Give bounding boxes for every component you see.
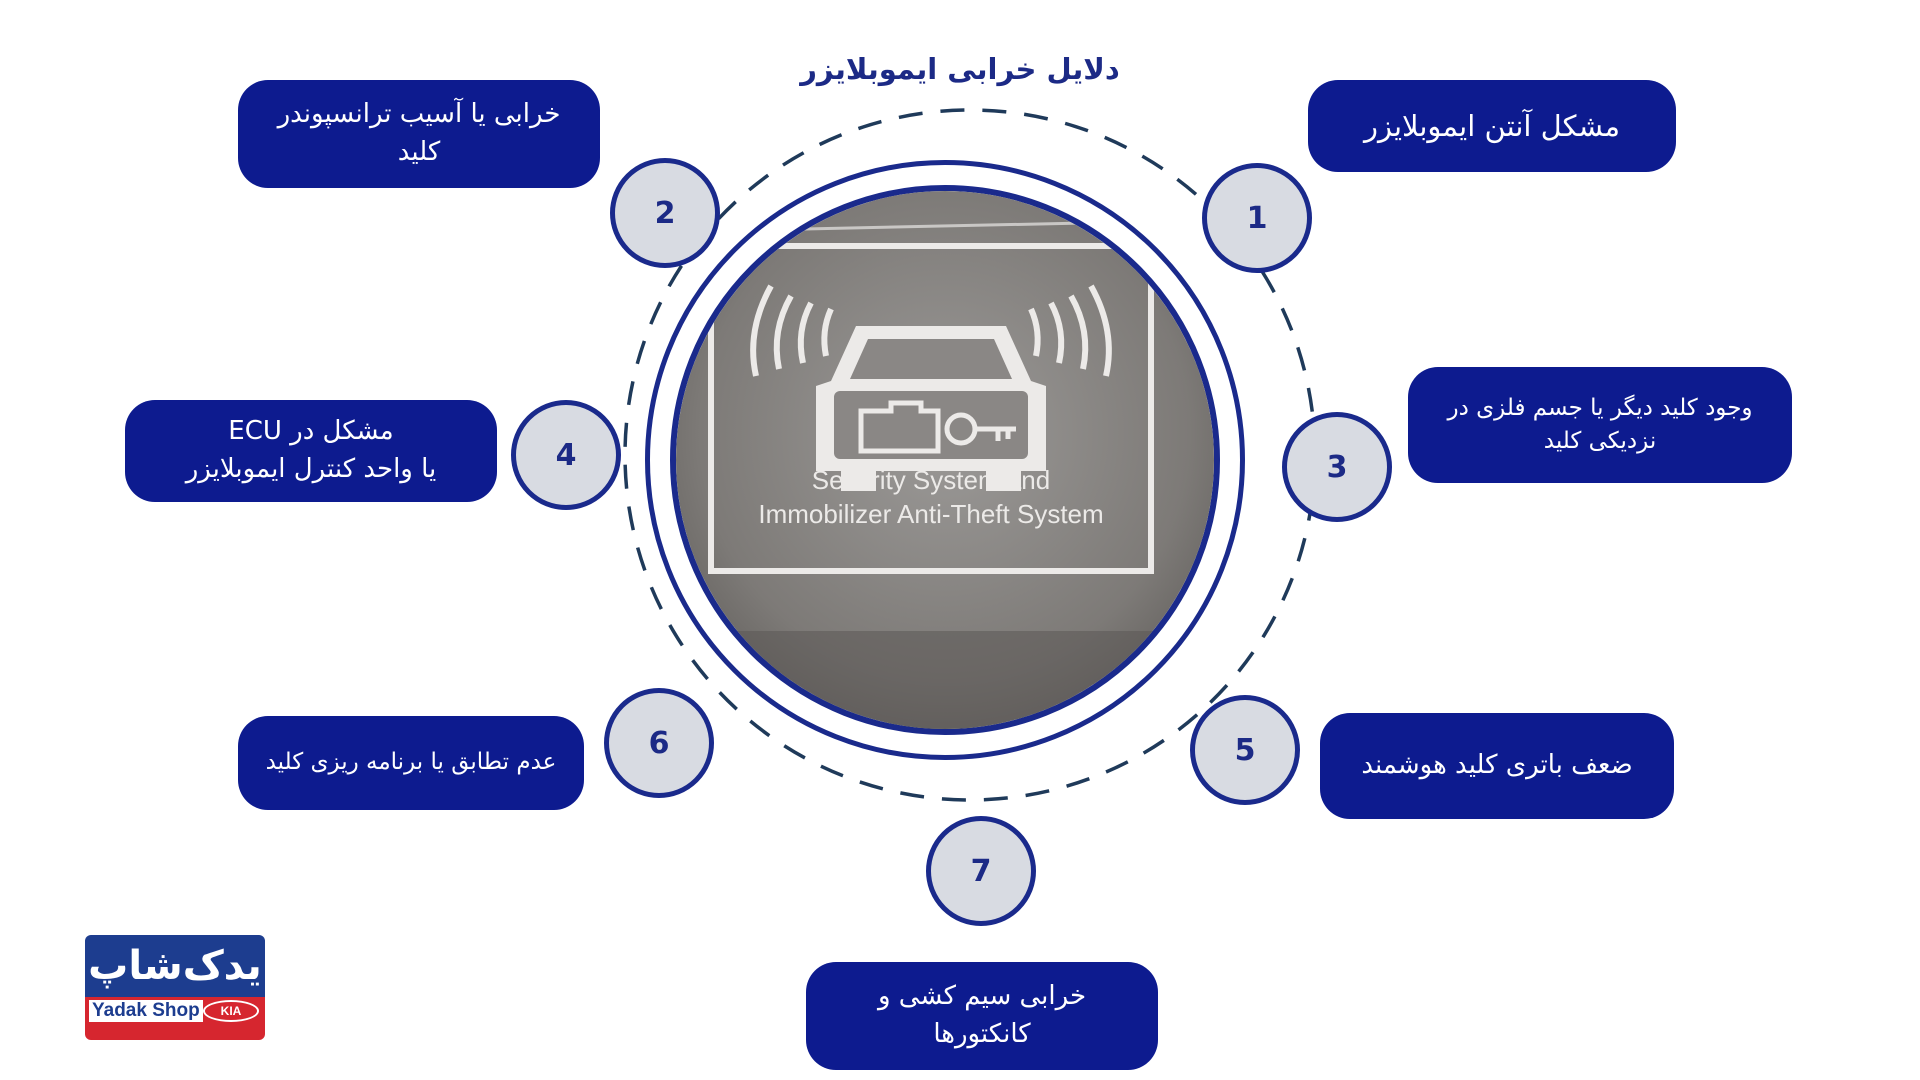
reason-text-6: عدم تطابق یا برنامه ریزی کلید <box>265 749 557 776</box>
reason-text-1: مشکل آنتن ایموبلایزر <box>1363 108 1621 143</box>
car-engine-key-icon <box>750 284 1112 491</box>
diagram-title: دلایل خرابی ایموبلایزر <box>800 52 1120 86</box>
reason-text-7: خرابی سیم کشی و کانکتورها <box>877 981 1087 1049</box>
number-circle-1: 1 <box>1202 163 1312 273</box>
reason-text-5: ضعف باتری کلید هوشمند <box>1361 750 1633 781</box>
reason-text-4: مشکل در ECU یا واحد کنترل ایموبلایزر <box>185 416 437 484</box>
reason-box-5: ضعف باتری کلید هوشمند <box>1320 713 1674 819</box>
number-circle-5: 5 <box>1190 695 1300 805</box>
yadakshop-logo: یدک‌شاپ Yadak Shop KIA <box>85 935 265 1040</box>
reason-box-4: مشکل در ECU یا واحد کنترل ایموبلایزر <box>125 400 497 502</box>
photo-label-line1: Security System and <box>812 465 1050 495</box>
reason-box-2: خرابی یا آسیب ترانسپوندر کلید <box>238 80 600 188</box>
center-photo: Security System and Immobilizer Anti-The… <box>670 185 1220 735</box>
reason-box-3: وجود کلید دیگر یا جسم فلزی در نزدیکی کلی… <box>1408 367 1792 483</box>
number-circle-6: 6 <box>604 688 714 798</box>
number-circle-7: 7 <box>926 816 1036 926</box>
reason-text-3: وجود کلید دیگر یا جسم فلزی در نزدیکی کلی… <box>1447 394 1753 454</box>
number-circle-2: 2 <box>610 158 720 268</box>
reason-box-6: عدم تطابق یا برنامه ریزی کلید <box>238 716 584 810</box>
number-circle-4: 4 <box>511 400 621 510</box>
number-circle-3: 3 <box>1282 412 1392 522</box>
reason-box-1: مشکل آنتن ایموبلایزر <box>1308 80 1676 172</box>
reason-box-7: خرابی سیم کشی و کانکتورها <box>806 962 1158 1070</box>
reason-text-2: خرابی یا آسیب ترانسپوندر کلید <box>277 99 561 167</box>
photo-label-line2: Immobilizer Anti-Theft System <box>758 499 1103 529</box>
